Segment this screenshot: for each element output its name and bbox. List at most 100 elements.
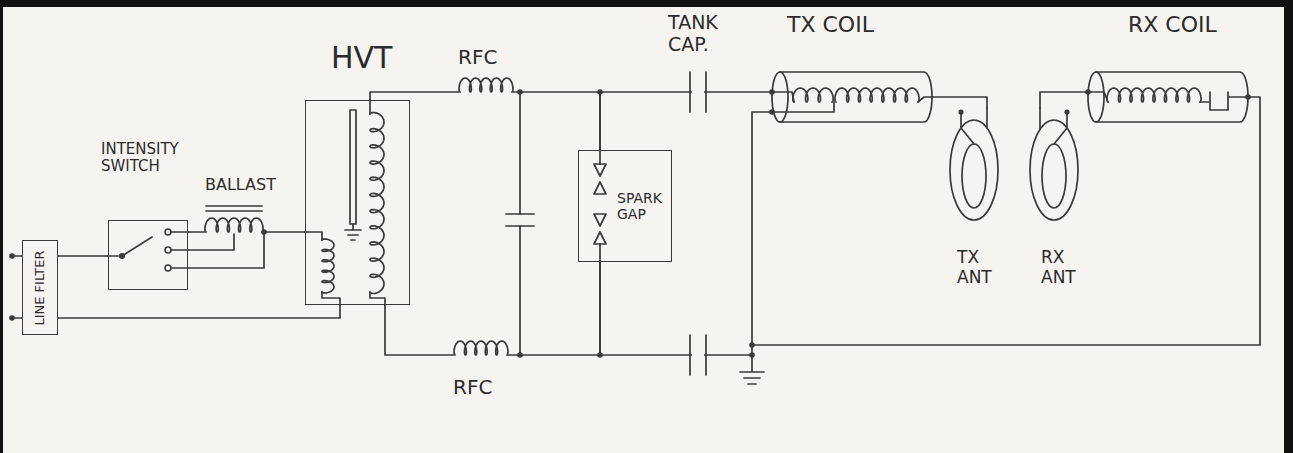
primary-winding (793, 88, 833, 102)
filter-box: LINE FILTER (22, 240, 58, 335)
capacitor-plate (690, 335, 706, 375)
ground-symbol (740, 355, 764, 384)
coil-lead (918, 97, 932, 102)
ballast-core (206, 206, 262, 211)
component-label: SPARK GAP (617, 190, 662, 222)
antenna-lead (986, 108, 988, 128)
coil-tap (1200, 92, 1248, 110)
rf-choke (454, 341, 508, 355)
part-label: BALLAST (205, 176, 276, 194)
return-wire (752, 97, 1260, 345)
receiver-winding (1107, 88, 1201, 102)
coil-lead (1088, 92, 1108, 102)
component-label: RX ANT (1041, 248, 1076, 287)
coil-outline (780, 72, 932, 122)
transformer-box: HVT (305, 100, 410, 305)
antenna-lead (961, 112, 974, 144)
antenna-loop (962, 144, 986, 208)
switch-box: INTENSITY SWITCH (108, 220, 188, 290)
secondary-winding (835, 88, 919, 102)
antenna-loop (1042, 144, 1066, 208)
antenna-lead (1054, 112, 1067, 144)
component-label: INTENSITY SWITCH (101, 141, 179, 176)
secondary-winding (370, 112, 384, 293)
junction-dot (517, 352, 523, 358)
junction-dot (261, 229, 267, 235)
gap-lead (599, 150, 601, 262)
switch-pivot (119, 253, 125, 259)
wire (932, 97, 987, 108)
secondary-lead (369, 100, 371, 114)
wire (58, 305, 340, 318)
coil-lead (772, 92, 794, 102)
ground-symbol (345, 224, 361, 240)
loop-antenna: TX ANT (945, 108, 1003, 303)
part-label: RFC (458, 46, 497, 69)
primary-lead (322, 292, 340, 305)
junction-dot (597, 352, 603, 358)
transformer-core (350, 110, 356, 224)
gap-electrode (594, 232, 606, 244)
tap-wire (171, 231, 188, 233)
component-label: RX COIL (1128, 12, 1217, 37)
gap-electrode (594, 214, 606, 226)
component-label: TX ANT (957, 248, 992, 287)
loop-antenna: RX ANT (1025, 108, 1083, 303)
frame-edge (0, 0, 1293, 7)
secondary-lead (370, 292, 385, 305)
antenna-loop (1030, 120, 1078, 220)
primary-winding (322, 239, 334, 293)
coil-outline (1088, 72, 1248, 122)
part-label: TANK CAP. (668, 12, 718, 56)
ballast-coil (205, 218, 263, 232)
frame-edge (0, 0, 3, 453)
terminal-dot (9, 253, 15, 259)
wire (385, 262, 600, 355)
wire-gap (454, 352, 508, 358)
coil-form: RX COIL (1088, 72, 1248, 122)
component-label: TX COIL (787, 12, 874, 37)
antenna-loop (950, 120, 998, 220)
coil-tap (772, 102, 834, 112)
switch-contact (165, 265, 171, 271)
component-label: LINE FILTER (33, 250, 48, 325)
component-label: HVT (331, 41, 392, 76)
part-label: RFC (453, 376, 492, 399)
frame-edge (1284, 0, 1293, 453)
coil-outline (772, 72, 788, 122)
coil-outline (772, 72, 932, 122)
capacitor-plate (690, 72, 706, 112)
wire (1040, 92, 1088, 108)
wire-gap (459, 89, 513, 95)
coil-outline (1096, 72, 1248, 122)
gap-electrode (594, 164, 606, 176)
coil-form: TX COIL (772, 72, 932, 122)
wire-gap (692, 88, 704, 96)
terminal-dot (958, 109, 963, 114)
capacitor-plate (506, 214, 534, 226)
line-lead (12, 256, 22, 318)
switch-contact (165, 229, 171, 235)
primary-lead (305, 232, 322, 240)
junction-dot (597, 89, 603, 95)
tap-wire (171, 234, 264, 268)
wire (58, 255, 108, 257)
wire-gap (692, 351, 704, 359)
wire (600, 112, 772, 355)
switch-contact (165, 247, 171, 253)
terminal-dot (1064, 109, 1069, 114)
gap-electrode (594, 182, 606, 194)
terminal-dot (9, 315, 15, 321)
spark-gap-box: SPARK GAP (578, 150, 672, 262)
junction-dot (517, 89, 523, 95)
rf-choke (459, 78, 513, 92)
switch-lever (122, 237, 152, 256)
wire (600, 92, 772, 150)
antenna-lead (1039, 108, 1041, 129)
tap-wire (171, 234, 234, 250)
shunt-wire (519, 92, 521, 355)
coil-outline (1088, 72, 1104, 122)
